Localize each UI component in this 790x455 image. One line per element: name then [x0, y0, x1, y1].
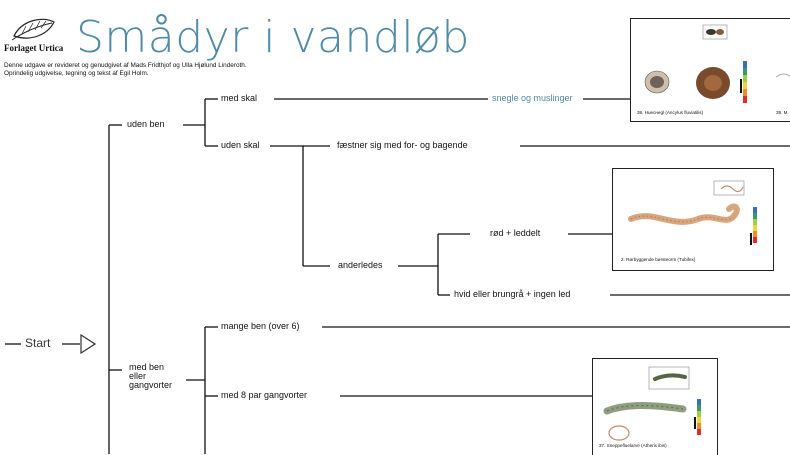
species-card-larva[interactable]: 37. Sneppefluelarve (Atherix ibis) [592, 358, 718, 455]
card-caption-cut: 39. M [776, 110, 788, 115]
publisher-name: Forlaget Urtica [4, 43, 64, 53]
larva-illustration [603, 366, 701, 441]
species-card-worm[interactable]: 2. Rørbyggende børsteorm (Tubifex) [612, 168, 774, 271]
publisher-logo [8, 14, 58, 44]
node-snegle-og-muslinger[interactable]: snegle og muslinger [492, 93, 573, 103]
node-med-skal[interactable]: med skal [221, 93, 258, 103]
card-caption: 2. Rørbyggende børsteorm (Tubifex) [621, 257, 696, 262]
node-faestner[interactable]: fæstner sig med for- og bagende [337, 140, 468, 150]
subtitle-line-2: Oprindelig udgivelse, tegning og tekst a… [4, 70, 149, 77]
node-mange-ben[interactable]: mange ben (over 6) [221, 321, 300, 331]
node-med-ben[interactable]: med ben eller gangvorter [129, 362, 173, 390]
node-hvid-eller-brungraa[interactable]: hvid eller brungrå + ingen led [454, 289, 571, 299]
page-title: Smådyr i vandløb [76, 12, 470, 63]
leaf-logo-icon [11, 18, 55, 41]
worm-illustration [628, 180, 757, 245]
card-caption: 38. Hueснegl (Ancylus fluviatilis) [637, 110, 704, 115]
node-uden-skal[interactable]: uden skal [221, 140, 260, 150]
start-label: Start [25, 336, 51, 350]
subtitle-line-1: Denne udgave er revideret og genudgivet … [4, 62, 247, 69]
node-rod-leddelt[interactable]: rød + leddelt [490, 228, 541, 238]
card-caption: 37. Sneppefluelarve (Atherix ibis) [599, 443, 667, 448]
species-card-snail[interactable]: 38. Hueснegl (Ancylus fluviatilis) 39. M [630, 18, 790, 122]
arrow-right-icon [80, 334, 96, 354]
snail-illustration [644, 24, 790, 103]
node-otte-par-gangvorter[interactable]: med 8 par gangvorter [221, 390, 308, 400]
node-uden-ben[interactable]: uden ben [127, 119, 165, 129]
node-anderledes[interactable]: anderledes [338, 260, 383, 270]
